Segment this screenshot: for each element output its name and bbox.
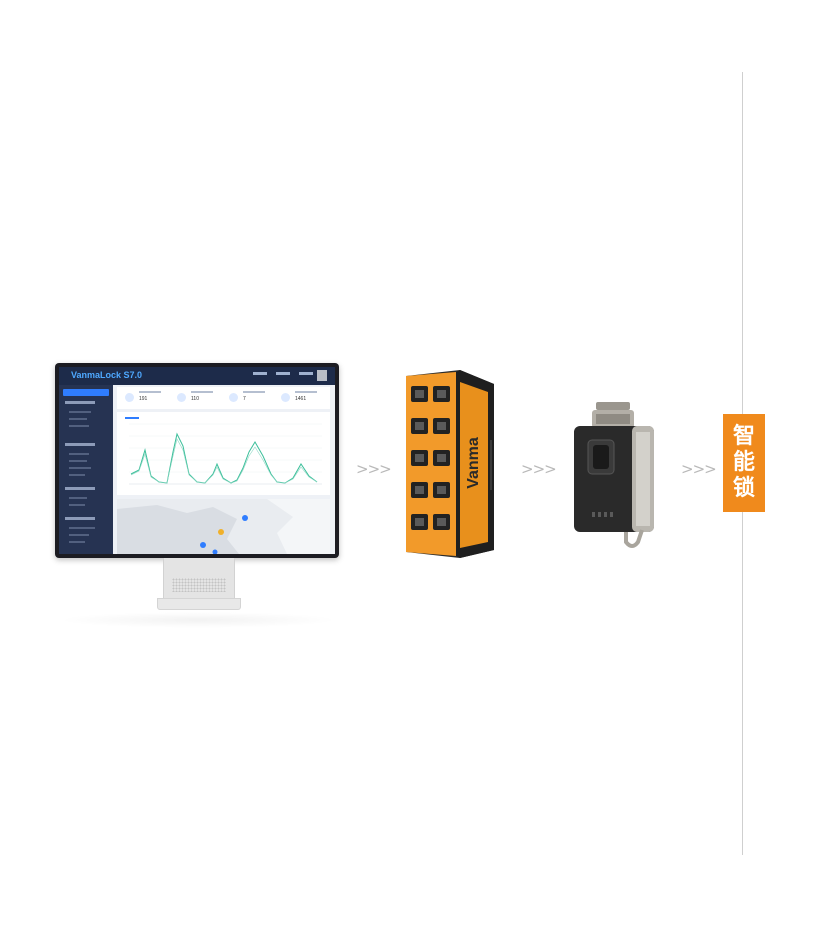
- stat-card: 110: [177, 390, 227, 406]
- stat-card: 191: [125, 390, 175, 406]
- stat-card: 1461: [281, 390, 331, 406]
- line-chart: [129, 423, 322, 485]
- lock-icon: [125, 393, 134, 402]
- label-char: 能: [732, 450, 755, 475]
- network-switch: Vanma: [402, 370, 494, 558]
- lock-illustration: [574, 402, 654, 548]
- topbar-menu: [253, 372, 313, 375]
- line-chart-card: [117, 412, 330, 495]
- switch-brand: Vanma: [464, 437, 482, 489]
- sidebar-active-item: [63, 389, 109, 396]
- key-icon: [177, 393, 186, 402]
- flow-arrow-3: >>>: [681, 460, 717, 478]
- cloud-icon: [229, 393, 238, 402]
- smart-lock-device: [570, 402, 660, 552]
- stats-row: 191 110 7 1461: [117, 387, 330, 409]
- stat-card: 7: [229, 390, 279, 406]
- map-card: [117, 499, 330, 554]
- product-label: 智 能 锁: [723, 414, 765, 512]
- avatar: [317, 370, 327, 381]
- flow-arrow-2: >>>: [521, 460, 557, 478]
- app-topbar: VanmaLock S7.0: [59, 367, 335, 385]
- switch-illustration: [406, 370, 494, 558]
- monitor-stand-neck: [163, 558, 235, 598]
- monitor-display: VanmaLock S7.0: [55, 363, 339, 558]
- chart-tab: [125, 417, 139, 419]
- monitor-stand-base: [157, 598, 241, 610]
- app-sidebar: [59, 385, 113, 554]
- software-screen: VanmaLock S7.0: [59, 367, 335, 554]
- speaker-grille: [172, 578, 226, 592]
- app-title: VanmaLock S7.0: [71, 370, 143, 380]
- monitor-shadow: [58, 612, 338, 628]
- map-graphic: [117, 499, 330, 554]
- record-icon: [281, 393, 290, 402]
- label-char: 锁: [732, 476, 755, 501]
- label-char: 智: [732, 424, 755, 449]
- flow-arrow-1: >>>: [356, 460, 392, 478]
